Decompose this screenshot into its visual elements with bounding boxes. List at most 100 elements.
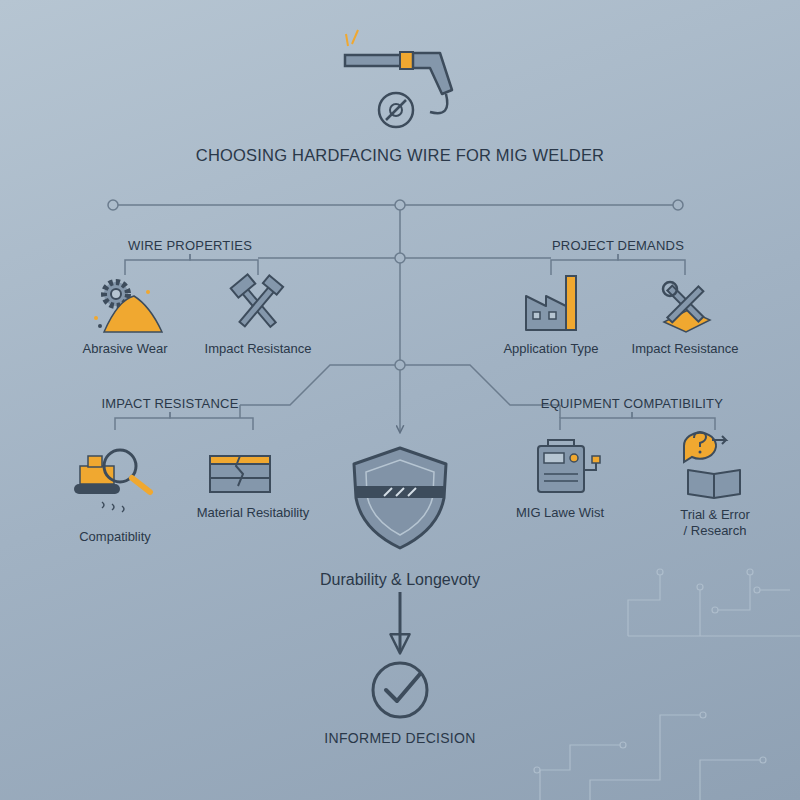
node-label: INFORMED DECISION (324, 729, 475, 747)
node-label: Impact Resistance (205, 341, 312, 357)
circuit-decor (534, 569, 800, 800)
circuit-pad (760, 757, 766, 763)
hammer-icon (231, 274, 283, 327)
branch-line (118, 204, 395, 206)
circuit-pad (620, 742, 626, 748)
chimney (566, 276, 576, 330)
magnifier-handle (132, 478, 150, 492)
torch-ring (400, 52, 413, 69)
decision-node: INFORMED DECISION (280, 655, 520, 747)
node-label: IMPACT RESISTANCE (101, 396, 238, 411)
arrow-symbol (712, 436, 726, 444)
diagram-title: CHOOSING HARDFACING WIRE FOR MIG WELDER (100, 146, 700, 165)
power-plug (592, 456, 600, 463)
machine-display (544, 453, 564, 463)
junction-dot (108, 200, 118, 210)
mig-machine-icon (538, 440, 600, 492)
open-book (713, 474, 715, 498)
node-label: EQUIPMENT COMPATIBILITY (541, 396, 723, 411)
wire-spool (379, 93, 413, 127)
trunk-line (399, 263, 401, 360)
bracket-line (618, 254, 685, 275)
bulldozer-cab (88, 456, 102, 467)
circuit-trace (628, 575, 800, 636)
outcome-node: Durability & Longevoty (280, 440, 520, 590)
factory-body (526, 296, 566, 330)
item-node: Compatiblity (50, 430, 180, 545)
node-label: Material Resitability (197, 505, 310, 521)
machine-vent (544, 473, 578, 475)
branch-line (258, 257, 395, 259)
circuit-pad (712, 607, 718, 613)
bracket-line (551, 254, 618, 275)
tool-head (263, 275, 283, 294)
circuit-trace (540, 715, 760, 800)
grain (146, 290, 150, 294)
hammer-head (231, 274, 256, 297)
torch-barrel (345, 55, 401, 66)
node-label: Impact Resistance (632, 341, 739, 357)
wrench (667, 286, 703, 322)
item-node: Material Resitability (178, 430, 328, 521)
grain (94, 316, 98, 320)
sand-pile (104, 296, 162, 332)
bracket-line (115, 412, 170, 430)
bulldozer-track (74, 484, 120, 494)
screwdriver (667, 286, 703, 322)
welder-icon (345, 30, 452, 127)
bracket-line (125, 254, 190, 275)
machine-knob (570, 454, 578, 462)
branch-line (405, 365, 560, 405)
node-label: Abrasive Wear (82, 341, 167, 357)
branch-line (240, 365, 395, 405)
shield-stripe (408, 488, 416, 496)
item-node: MIG Lawe Wist (495, 430, 625, 521)
node-label: Compatiblity (79, 529, 151, 545)
question-bubble (684, 433, 716, 462)
bulldozer-icon (74, 450, 150, 512)
crack (236, 456, 243, 486)
material-icon (210, 456, 270, 492)
bracket-line (632, 412, 715, 430)
item-node: Abrasive Wear (55, 275, 195, 357)
node-label: PROJECT DEMANDS (552, 238, 684, 253)
window (549, 312, 556, 319)
research-icon (684, 432, 740, 498)
check-mark (386, 674, 420, 701)
flow-arrow (399, 592, 402, 651)
bulldozer-body (80, 466, 114, 484)
grain (98, 324, 102, 328)
spark (346, 34, 348, 46)
shield-icon (354, 448, 446, 548)
question-mark (699, 451, 702, 454)
abrasive-icon (94, 282, 162, 332)
group-heading: PROJECT DEMANDS (533, 236, 703, 254)
branch-line (405, 257, 551, 259)
question-mark (694, 432, 706, 447)
machine-body (538, 446, 584, 492)
open-book (688, 470, 740, 498)
circuit-pad (700, 712, 706, 718)
bracket-line (170, 412, 253, 430)
group-heading: WIRE PROPERTIES (105, 236, 275, 254)
window (533, 312, 540, 319)
wrench-icon (663, 282, 710, 332)
node-label: WIRE PROPERTIES (128, 238, 252, 253)
junction-dot (395, 360, 405, 370)
circuit-pad (534, 767, 540, 773)
shield-stripe (396, 488, 404, 496)
check-icon (373, 663, 427, 717)
node-label: Durability & Longevoty (320, 570, 480, 590)
branch-line (405, 204, 673, 206)
node-label: Trial & Error / Research (677, 507, 753, 539)
bracket-line (560, 412, 632, 430)
bracket-line (190, 254, 258, 275)
item-node: Application Type (486, 275, 616, 357)
factory-icon (526, 276, 576, 330)
trunk-line (399, 210, 401, 253)
item-node: Impact Resistance (620, 275, 750, 357)
shield-stripe (384, 488, 392, 496)
motion-marks (102, 502, 124, 512)
wire-spool (386, 100, 406, 120)
item-node: Trial & Error / Research (677, 430, 753, 539)
